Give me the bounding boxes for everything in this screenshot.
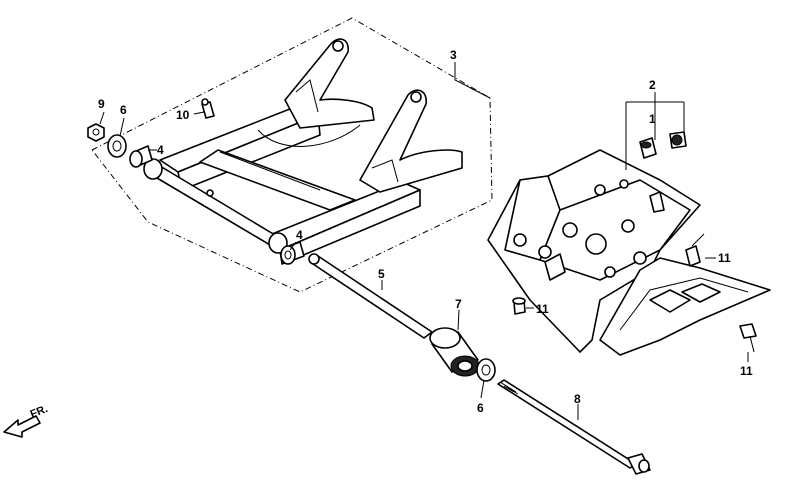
leader-lines bbox=[99, 62, 749, 420]
grease-fitting bbox=[201, 98, 215, 119]
bolt-11-upper bbox=[685, 233, 705, 267]
callout-1: 1 bbox=[649, 112, 656, 126]
callout-9: 9 bbox=[98, 97, 105, 111]
collar-7 bbox=[429, 327, 480, 377]
bolt-11-middle bbox=[512, 297, 526, 315]
pivot-shaft bbox=[308, 253, 433, 339]
callout-4-lower: 4 bbox=[296, 228, 303, 242]
bolt-11-lower bbox=[739, 323, 757, 353]
nut-9 bbox=[87, 123, 105, 142]
front-direction-indicator: FR. bbox=[3, 403, 50, 438]
callout-6-upper: 6 bbox=[120, 103, 127, 117]
callout-4-upper: 4 bbox=[157, 143, 164, 157]
screw-1b bbox=[669, 131, 687, 149]
screw-1a bbox=[639, 137, 657, 159]
pivot-bolt bbox=[497, 379, 651, 475]
callout-2: 2 bbox=[649, 78, 656, 92]
callout-6-lower: 6 bbox=[477, 401, 484, 415]
callout-11-lower: 11 bbox=[740, 364, 753, 378]
callout-3: 3 bbox=[450, 48, 457, 62]
swingarm-assembly-boundary bbox=[91, 17, 493, 293]
washer-6-lower bbox=[476, 358, 496, 382]
front-arrow-icon bbox=[3, 415, 41, 438]
callout-7: 7 bbox=[455, 297, 462, 311]
callout-11-middle: 11 bbox=[536, 302, 549, 316]
front-direction-label: FR. bbox=[29, 403, 50, 421]
chain-guard bbox=[487, 149, 771, 356]
washer-6-upper bbox=[107, 134, 127, 158]
callout-5: 5 bbox=[378, 267, 385, 281]
bushing-4-upper bbox=[129, 145, 153, 168]
pin-1c bbox=[649, 191, 665, 213]
callout-10: 10 bbox=[176, 108, 190, 122]
callout-8: 8 bbox=[574, 392, 581, 406]
swingarm bbox=[143, 38, 463, 265]
callout-11-upper: 11 bbox=[718, 251, 731, 265]
